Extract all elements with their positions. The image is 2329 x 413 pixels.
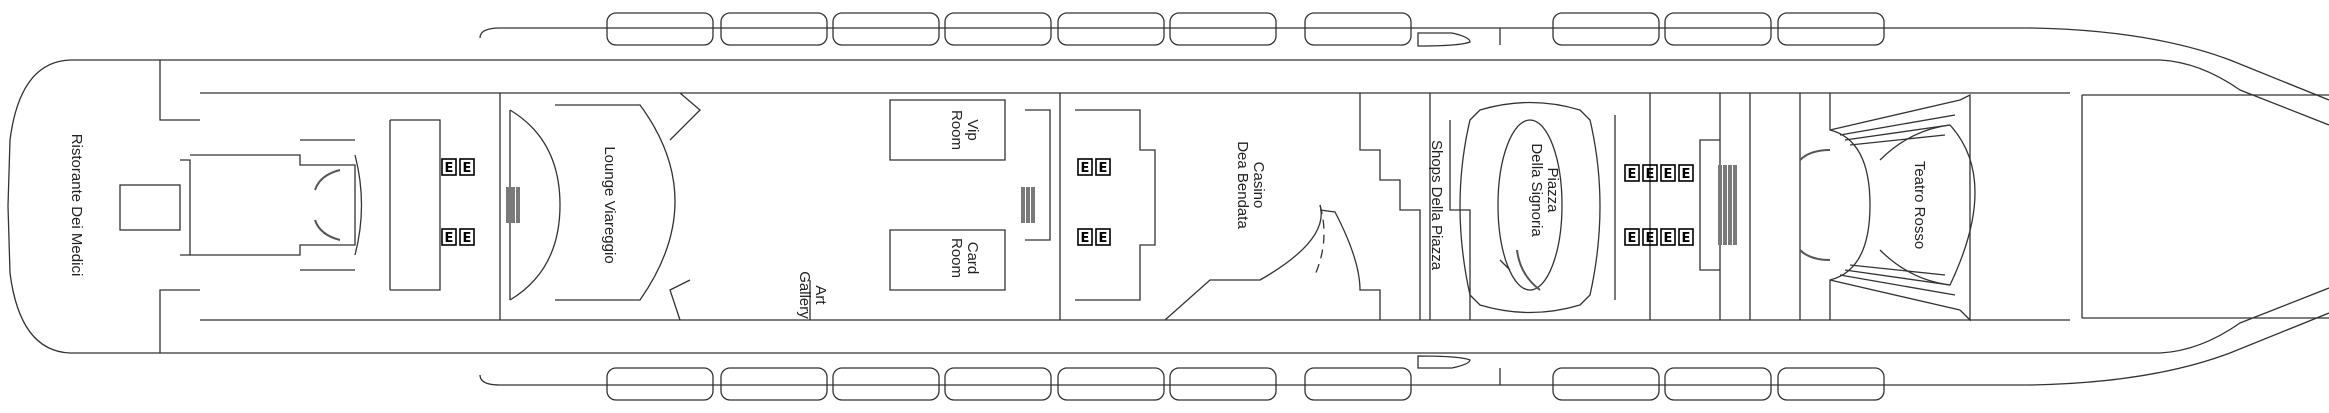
svg-text:Casino: Casino — [1250, 162, 1267, 209]
svg-text:E: E — [1646, 167, 1655, 182]
svg-text:E: E — [1081, 161, 1090, 176]
svg-text:E: E — [1664, 231, 1673, 246]
svg-text:E: E — [463, 161, 472, 176]
vip-card-layout — [889, 93, 1156, 320]
label-vip: Vip Room — [948, 110, 981, 150]
piazza-layout — [1429, 93, 1751, 320]
elevator-bank-2: E E E E — [1077, 158, 1111, 246]
label-piazza: Piazza Della Signoria — [1528, 143, 1561, 237]
svg-text:E: E — [1682, 231, 1691, 246]
ristorante-layout — [119, 139, 363, 271]
svg-text:E: E — [1664, 167, 1673, 182]
svg-text:Card: Card — [964, 242, 981, 275]
svg-text:E: E — [1628, 231, 1637, 246]
svg-text:Della Signoria: Della Signoria — [1528, 143, 1545, 237]
label-art: Art Gallery — [796, 271, 829, 319]
label-teatro: Teatro Rosso — [1911, 161, 1928, 249]
label-casino: Casino Dea Bendata — [1234, 141, 1267, 229]
svg-text:Room: Room — [948, 238, 965, 278]
svg-text:Room: Room — [948, 110, 965, 150]
svg-text:E: E — [1682, 167, 1691, 182]
lifeboats-bottom — [606, 355, 1885, 401]
svg-text:E: E — [445, 231, 454, 246]
lounge-layout — [389, 92, 811, 321]
svg-text:Art: Art — [812, 285, 829, 305]
svg-text:E: E — [1099, 231, 1108, 246]
svg-text:E: E — [1646, 231, 1655, 246]
svg-text:Vip: Vip — [964, 119, 981, 140]
svg-text:E: E — [445, 161, 454, 176]
svg-text:Dea Bendata: Dea Bendata — [1234, 141, 1251, 229]
svg-text:E: E — [1081, 231, 1090, 246]
elevator-banks: E E E E E E E E E E E E E E E E — [441, 158, 1694, 246]
svg-text:E: E — [1099, 161, 1108, 176]
svg-text:Gallery: Gallery — [796, 271, 813, 319]
label-lounge: Lounge Viareggio — [601, 146, 618, 263]
hull-outline — [7, 27, 2329, 386]
elevator-bank-3: E E E E E E E E — [1624, 164, 1694, 246]
arc-stairs — [314, 149, 1831, 291]
label-ristorante: Ristorante Dei Medici — [68, 134, 85, 277]
teatro-layout — [1799, 93, 1976, 322]
stairwells — [506, 165, 1737, 245]
label-shops: Shops Della Piazza — [1428, 140, 1445, 271]
svg-text:Piazza: Piazza — [1544, 167, 1561, 213]
svg-text:E: E — [463, 231, 472, 246]
lifeboats-top — [606, 12, 1885, 47]
casino-layout — [1164, 93, 1421, 321]
label-card: Card Room — [948, 238, 981, 278]
elevator-bank-1: E E E E — [441, 158, 475, 246]
svg-text:E: E — [1628, 167, 1637, 182]
